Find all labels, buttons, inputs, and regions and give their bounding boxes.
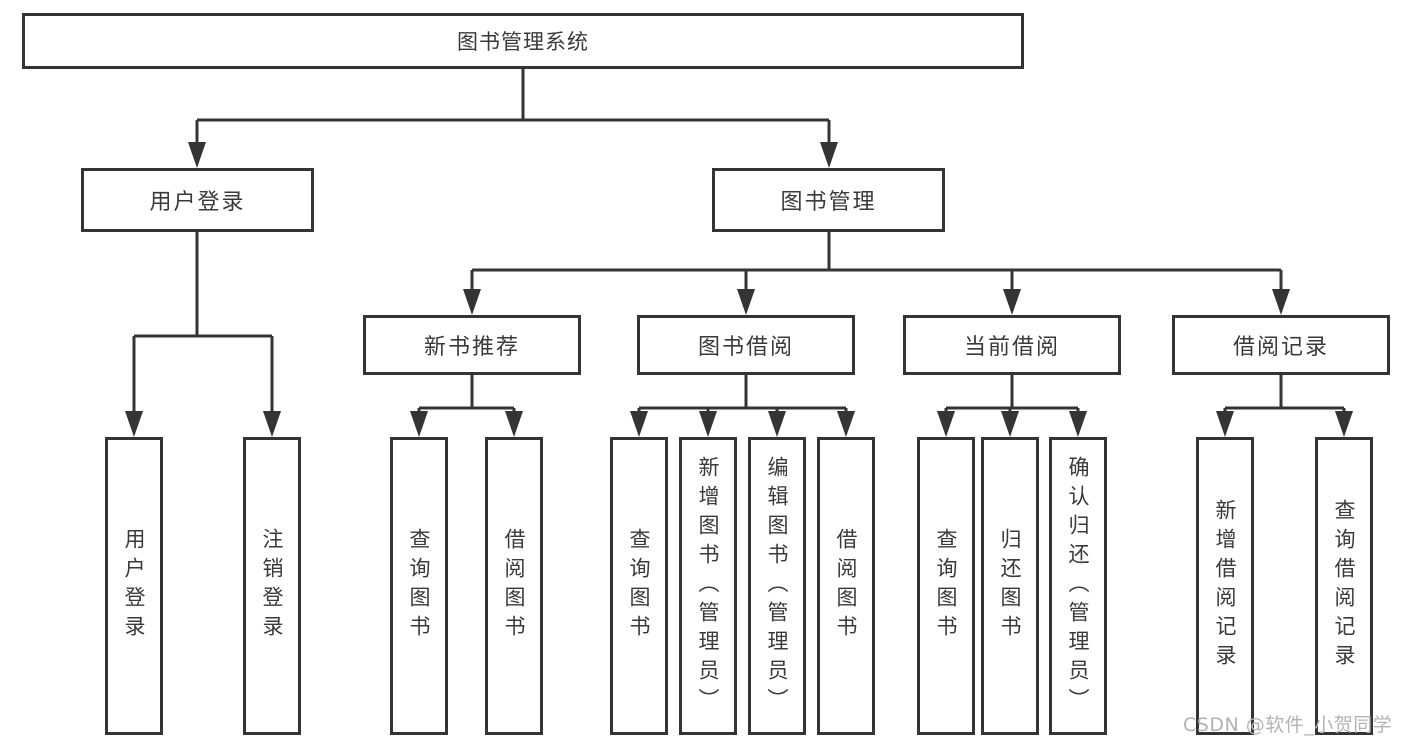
root-box: 图书管理系统	[22, 13, 1024, 69]
leaf-borrow-books-box-1: 借阅图书	[485, 437, 543, 735]
borrow-records-box: 借阅记录	[1172, 315, 1390, 375]
leaf-edit-books-box: 编辑图书（管理员）	[748, 437, 806, 735]
leaf-return-books-box: 归还图书	[981, 437, 1039, 735]
leaf-add-books-box: 新增图书（管理员）	[679, 437, 737, 735]
leaf-query-books-box-1: 查询图书	[390, 437, 448, 735]
leaf-query-books-box-3: 查询图书	[917, 437, 975, 735]
leaf-add-borrow-record-box: 新增借阅记录	[1196, 437, 1254, 735]
leaf-borrow-books-box-2: 借阅图书	[817, 437, 875, 735]
leaf-confirm-return-box: 确认归还（管理员）	[1049, 437, 1107, 735]
book-management-box: 图书管理	[712, 168, 945, 232]
leaf-query-borrow-record-box: 查询借阅记录	[1315, 437, 1373, 735]
user-login-box: 用户登录	[81, 168, 314, 232]
book-borrow-box: 图书借阅	[637, 315, 855, 375]
leaf-query-books-box-2: 查询图书	[610, 437, 668, 735]
leaf-logout-box: 注销登录	[243, 437, 301, 735]
csdn-watermark: CSDN @软件_小贺同学	[1183, 714, 1393, 736]
new-book-recommend-box: 新书推荐	[363, 315, 581, 375]
leaf-user-login-box: 用户登录	[105, 437, 163, 735]
current-borrow-box: 当前借阅	[903, 315, 1121, 375]
